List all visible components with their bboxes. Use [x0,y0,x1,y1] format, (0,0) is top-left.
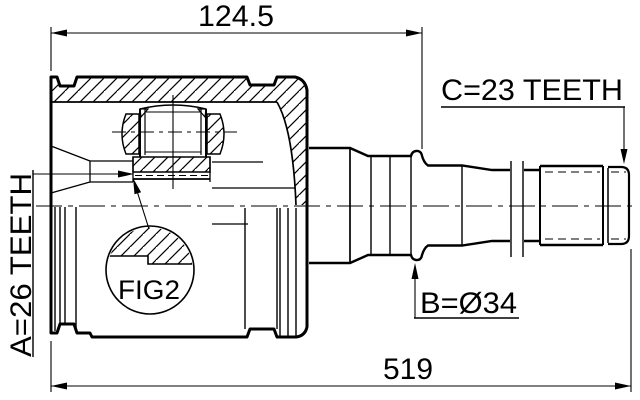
shaft-break-symbol [510,161,524,257]
retainer-wedge-left [139,108,150,119]
clamp-groove-left [57,77,77,86]
retainer-wedge-right [196,108,207,119]
diameter-b-label: B=Ø34 [420,287,517,320]
bore-cone-lines [50,145,295,225]
arrowhead-right [615,382,631,390]
spline-root-lines [545,171,626,240]
trunnion-right [206,113,225,155]
label-spline-c: C=23 TEETH [441,74,628,164]
shaft-end-cap [608,165,631,246]
arrowhead-left [51,29,67,37]
leader-arrow [411,263,419,279]
housing-outline [49,75,309,339]
trunnion-left [121,113,140,155]
detail-boot-section [107,227,193,265]
label-spline-a: A=26 TEETH [5,170,134,357]
tripod-bearing [50,104,295,225]
dim-519-label: 519 [383,353,433,386]
detail-circle [105,225,195,315]
leader-arrow [118,170,134,178]
housing-section [49,75,309,339]
roller-cage [139,104,207,157]
arrowhead-left [51,382,67,390]
shaft-profile [309,146,603,265]
shaft [309,146,631,265]
housing-lower-rings [54,207,297,337]
spline-c-label: C=23 TEETH [441,74,623,107]
housing-inner-curve [276,101,297,206]
dim-124-5-label: 124.5 [198,0,274,33]
fig2-label: FIG2 [118,275,180,305]
clamp-groove-right [247,77,277,85]
spider-hub [132,156,211,173]
leader-arrow [620,149,628,164]
housing-wall-hatch [51,77,307,205]
arrowhead-right [406,29,422,37]
detail-leader-line [136,190,150,230]
spline-end [539,165,631,246]
dimension-overall-length: 519 [50,249,632,392]
label-diameter-b: B=Ø34 [411,263,519,320]
hub-spline-band [133,157,211,182]
dimension-housing-length: 124.5 [50,0,423,149]
detail-bubble: FIG2 [105,178,195,315]
detail-leader-arrow [133,178,142,195]
